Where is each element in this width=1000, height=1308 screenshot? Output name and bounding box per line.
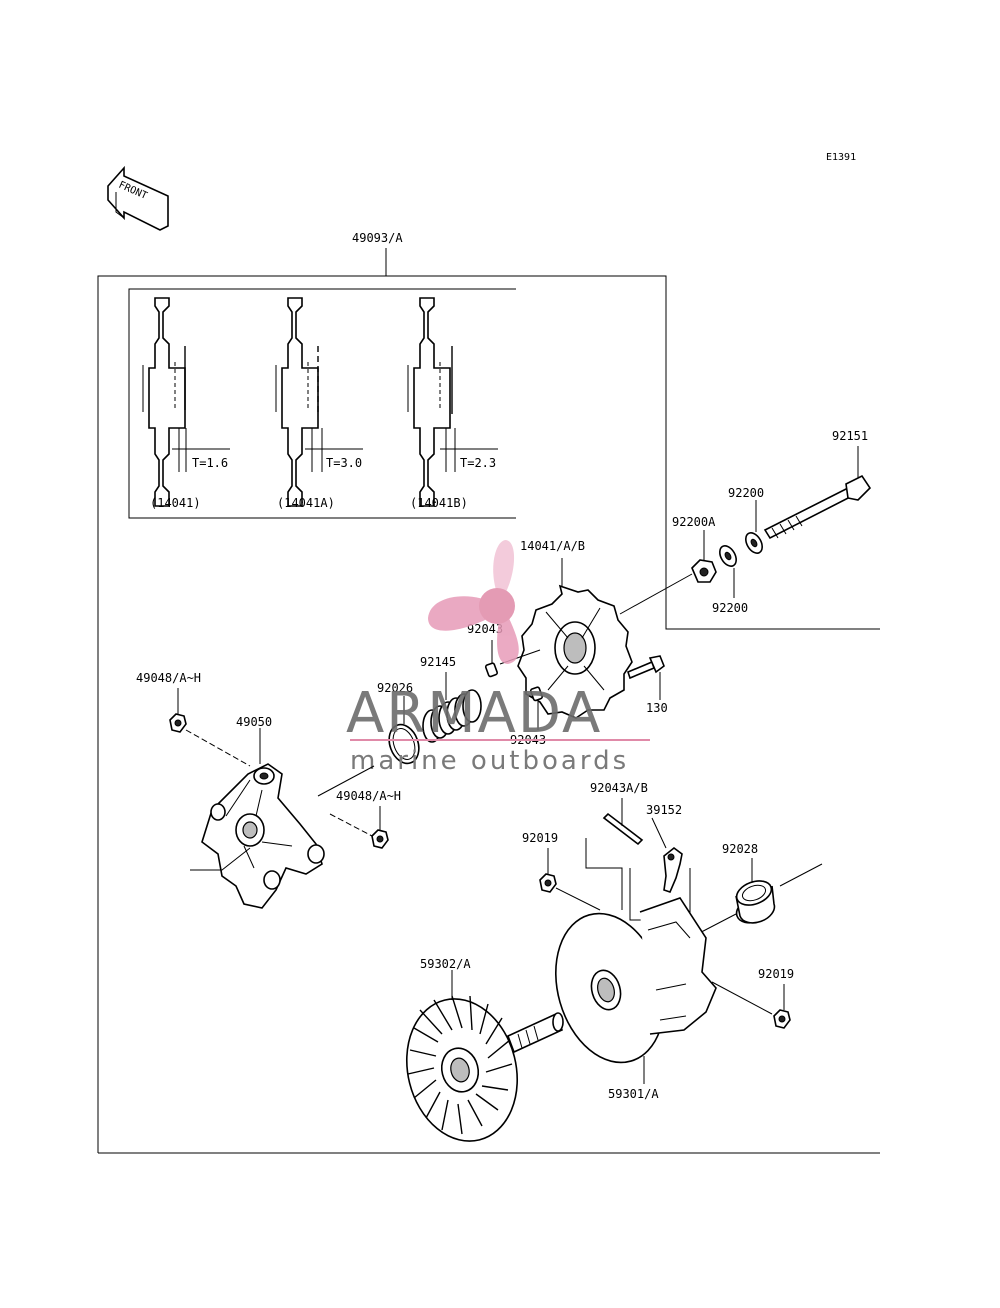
shim-part-14041A: (14041A) [277, 496, 335, 510]
label-92019-right: 92019 [758, 967, 794, 981]
bolt-130 [627, 655, 665, 680]
label-92043AB: 92043A/B [590, 781, 648, 795]
bushing-92028 [735, 880, 776, 924]
axis-line-49048-lower [329, 813, 373, 837]
label-59302A: 59302/A [420, 957, 471, 971]
nut-92019-right [773, 1009, 791, 1029]
label-49050: 49050 [236, 715, 272, 729]
label-92145: 92145 [420, 655, 456, 669]
shim-section-14041B [407, 297, 498, 507]
label-130: 130 [646, 701, 668, 715]
shim-thickness-14041: T=1.6 [192, 456, 228, 470]
label-59301A: 59301/A [608, 1087, 659, 1101]
bolt-axis-line [619, 573, 693, 615]
axis-line-92019-left [555, 887, 601, 911]
nut-92019-left [539, 873, 557, 893]
nut-49048-upper [169, 713, 187, 733]
nut-92200A [691, 559, 717, 583]
axis-line-92028-right [779, 863, 823, 887]
armada-watermark: ARMADA marine outboards [346, 540, 650, 776]
diagram-code: E1391 [826, 152, 856, 163]
watermark-tagline: marine outboards [350, 746, 629, 776]
shim-detail-box [128, 288, 516, 519]
label-14041AB: 14041/A/B [520, 539, 585, 553]
shim-part-14041B: (14041B) [410, 496, 468, 510]
label-92019-left: 92019 [522, 831, 558, 845]
shaft-pointer-line [190, 847, 251, 871]
propeller-logo-icon [428, 540, 519, 664]
label-92026: 92026 [377, 681, 413, 695]
axis-line-92019-right [711, 981, 773, 1015]
bolt-92151 [763, 474, 872, 540]
washer-92200 [719, 532, 763, 567]
spider-49050 [201, 763, 325, 909]
ring-92026 [388, 723, 420, 765]
dowel-92043-lower [529, 686, 543, 702]
fixed-pulley-59302A [405, 995, 564, 1142]
label-92043-upper: 92043 [467, 622, 503, 636]
label-92200-top: 92200 [728, 486, 764, 500]
axis-line-49048 [185, 729, 251, 767]
label-49048-lower: 49048/A~H [336, 789, 401, 803]
shim-section-14041 [142, 297, 230, 507]
weight-arm-39152 [663, 846, 683, 893]
leader-39152 [651, 817, 667, 849]
assembly-frame [97, 275, 880, 1153]
label-92200A: 92200A [672, 515, 716, 529]
label-92151: 92151 [832, 429, 868, 443]
pin-92043AB [602, 812, 644, 846]
nut-49048-lower [371, 829, 389, 849]
axis-line-spider [317, 765, 375, 797]
label-39152: 39152 [646, 803, 682, 817]
bracket-pin-line [585, 838, 623, 910]
shim-thickness-14041B: T=2.3 [460, 456, 496, 470]
cover-plate-14041 [517, 584, 633, 719]
assembly-label: 49093/A [352, 231, 403, 245]
spring-92145 [422, 689, 482, 743]
shim-thickness-14041A: T=3.0 [326, 456, 362, 470]
shim-section-14041A [275, 297, 363, 507]
shim-part-14041: (14041) [150, 496, 201, 510]
label-92028: 92028 [722, 842, 758, 856]
watermark-brand: ARMADA [346, 681, 602, 746]
pulley-59301A [555, 897, 717, 1064]
label-92200-bottom: 92200 [712, 601, 748, 615]
front-arrow-icon: FRONT [107, 165, 169, 231]
label-49048-upper: 49048/A~H [136, 671, 201, 685]
